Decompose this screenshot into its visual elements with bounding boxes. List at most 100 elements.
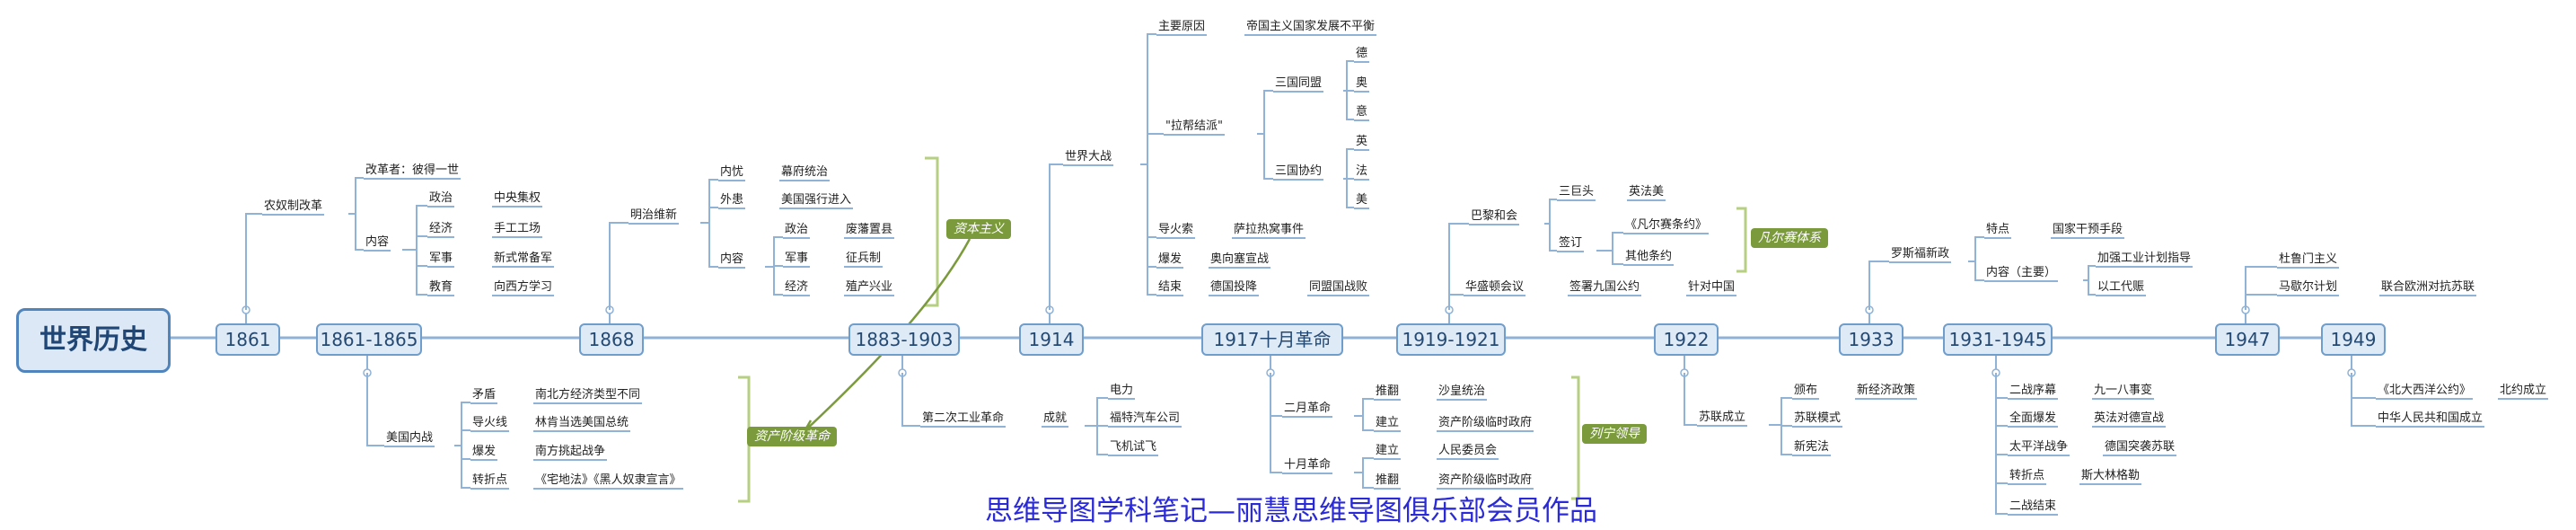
reform-item-label[interactable]: 政治 (427, 191, 455, 208)
feb-item-value[interactable]: 沙皇统治 (1437, 384, 1488, 401)
unite-europe-against-ussr[interactable]: 联合欧洲对抗苏联 (2379, 280, 2477, 296)
reform-item-label[interactable]: 军事 (427, 252, 455, 268)
reform-item-value[interactable]: 向西方学习 (492, 280, 555, 296)
root-node[interactable]: 世界历史 (16, 308, 171, 373)
ww2-item-label[interactable]: 转折点 (2008, 469, 2047, 485)
timeline-node-1861[interactable]: 1861 (215, 323, 280, 356)
alliance-member[interactable]: 德 (1354, 47, 1370, 63)
meiji-item-value[interactable]: 征兵制 (844, 252, 884, 268)
war-end[interactable]: 结束 (1156, 280, 1184, 296)
meiji-restoration[interactable]: 明治维新 (629, 208, 680, 225)
ww2-item-value[interactable]: 德国突袭苏联 (2103, 440, 2177, 456)
meiji-item-value[interactable]: 废藩置县 (844, 223, 895, 239)
internal-trouble-value[interactable]: 幕府统治 (779, 165, 831, 181)
reform-content[interactable]: 内容 (364, 235, 391, 252)
entente-member[interactable]: 法 (1354, 164, 1370, 181)
feb-item-label[interactable]: 推翻 (1374, 384, 1402, 401)
achievement-item[interactable]: 飞机试飞 (1108, 440, 1159, 456)
reform-item-value[interactable]: 中央集权 (492, 191, 543, 208)
tag-capitalism[interactable]: 资本主义 (946, 219, 1011, 239)
entente-member[interactable]: 英 (1354, 135, 1370, 151)
reformer[interactable]: 改革者：彼得一世 (364, 163, 462, 180)
timeline-node-1919-1921[interactable]: 1919-1921 (1396, 323, 1506, 356)
war-end-result[interactable]: 同盟国战败 (1307, 280, 1370, 296)
nine-power-treaty[interactable]: 签署九国公约 (1568, 280, 1642, 296)
ww2-item-label[interactable]: 二战序幕 (2008, 384, 2059, 400)
war-item-value[interactable]: 《宅地法》《黑人奴隶宣言》 (533, 473, 683, 490)
timeline-node-1868[interactable]: 1868 (579, 323, 644, 356)
meiji-item-label[interactable]: 政治 (783, 223, 811, 239)
war-trigger-value[interactable]: 萨拉热窝事件 (1232, 223, 1306, 239)
tag-bourgeois-revolution[interactable]: 资产阶级革命 (747, 427, 837, 446)
achievement[interactable]: 成就 (1042, 411, 1069, 428)
treaty-item[interactable]: 《凡尔赛条约》 (1623, 218, 1710, 234)
external-trouble-value[interactable]: 美国强行进入 (779, 193, 854, 209)
internal-trouble[interactable]: 内忧 (718, 165, 746, 181)
timeline-node-1914[interactable]: 1914 (1019, 323, 1084, 356)
war-reason[interactable]: 主要原因 (1156, 20, 1208, 36)
alliance-member[interactable]: 奥 (1354, 76, 1370, 93)
oct-item-label[interactable]: 推翻 (1374, 473, 1402, 490)
war-end-value[interactable]: 德国投降 (1209, 280, 1260, 296)
tag-versailles-system[interactable]: 凡尔赛体系 (1751, 228, 1828, 248)
new-deal-feature[interactable]: 特点 (1984, 223, 2012, 239)
american-civil-war[interactable]: 美国内战 (384, 431, 435, 447)
big-three-value[interactable]: 英法美 (1627, 185, 1666, 201)
ussr-item-label[interactable]: 苏联模式 (1792, 411, 1843, 428)
serf-reform[interactable]: 农奴制改革 (262, 199, 325, 216)
war-outbreak-value[interactable]: 奥向塞宣战 (1209, 252, 1271, 269)
oct-item-value[interactable]: 人民委员会 (1437, 444, 1499, 460)
timeline-node-1922[interactable]: 1922 (1654, 323, 1719, 356)
factions[interactable]: "拉帮结派" (1164, 119, 1225, 136)
world-war[interactable]: 世界大战 (1063, 150, 1114, 166)
triple-alliance[interactable]: 三国同盟 (1273, 76, 1324, 93)
big-three[interactable]: 三巨头 (1557, 185, 1596, 201)
target-china[interactable]: 针对中国 (1686, 280, 1737, 296)
war-item-label[interactable]: 爆发 (470, 445, 498, 461)
war-item-label[interactable]: 矛盾 (470, 388, 498, 404)
ussr-item-label[interactable]: 新宪法 (1792, 440, 1832, 456)
war-item-value[interactable]: 南北方经济类型不同 (533, 388, 643, 404)
paris-peace-conference[interactable]: 巴黎和会 (1469, 209, 1520, 225)
war-item-value[interactable]: 林肯当选美国总统 (533, 416, 631, 432)
reform-item-value[interactable]: 手工工场 (492, 222, 543, 238)
ww2-item-value[interactable]: 斯大林格勒 (2079, 469, 2142, 485)
achievement-item[interactable]: 电力 (1108, 384, 1136, 400)
external-trouble[interactable]: 外患 (718, 193, 746, 209)
tag-lenin-leadership[interactable]: 列宁领导 (1582, 424, 1647, 444)
achievement-item[interactable]: 福特汽车公司 (1108, 411, 1182, 428)
new-deal-content-item[interactable]: 加强工业计划指导 (2096, 252, 2194, 268)
ww2-item-label[interactable]: 二战结束 (2008, 499, 2059, 516)
reform-item-label[interactable]: 教育 (427, 280, 455, 296)
nato-founded[interactable]: 北约成立 (2498, 384, 2549, 400)
ww2-item-label[interactable]: 全面爆发 (2008, 411, 2059, 428)
timeline-node-1917[interactable]: 1917十月革命 (1201, 323, 1343, 356)
war-item-value[interactable]: 南方挑起战争 (533, 445, 608, 461)
reform-item-value[interactable]: 新式常备军 (492, 252, 555, 268)
nato-treaty[interactable]: 《北大西洋公约》 (2376, 384, 2474, 400)
treaty-signed[interactable]: 签订 (1557, 236, 1585, 252)
new-deal-content[interactable]: 内容（主要） (1984, 266, 2059, 282)
second-industrial-revolution[interactable]: 第二次工业革命 (920, 411, 1007, 428)
war-reason-value[interactable]: 帝国主义国家发展不平衡 (1244, 20, 1377, 36)
entente-member[interactable]: 美 (1354, 193, 1370, 209)
ussr-item-label[interactable]: 颁布 (1792, 384, 1820, 400)
ww2-item-value[interactable]: 九一八事变 (2092, 384, 2155, 400)
war-trigger[interactable]: 导火索 (1156, 223, 1196, 239)
washington-conference[interactable]: 华盛顿会议 (1464, 280, 1526, 296)
timeline-node-1931-1945[interactable]: 1931-1945 (1943, 323, 2053, 356)
new-deal-content-item[interactable]: 以工代赈 (2096, 280, 2147, 296)
war-item-label[interactable]: 导火线 (470, 416, 510, 432)
meiji-item-label[interactable]: 军事 (783, 252, 811, 268)
timeline-node-1933[interactable]: 1933 (1839, 323, 1903, 356)
war-outbreak[interactable]: 爆发 (1156, 252, 1184, 269)
meiji-item-label[interactable]: 经济 (783, 280, 811, 296)
february-revolution[interactable]: 二月革命 (1282, 402, 1333, 418)
ww2-item-value[interactable]: 英法对德宣战 (2092, 411, 2167, 428)
feb-item-value[interactable]: 资产阶级临时政府 (1437, 416, 1534, 432)
timeline-node-1947[interactable]: 1947 (2215, 323, 2280, 356)
october-revolution[interactable]: 十月革命 (1282, 458, 1333, 474)
oct-item-label[interactable]: 建立 (1374, 444, 1402, 460)
timeline-node-1949[interactable]: 1949 (2321, 323, 2386, 356)
ussr-founded[interactable]: 苏联成立 (1697, 411, 1748, 427)
